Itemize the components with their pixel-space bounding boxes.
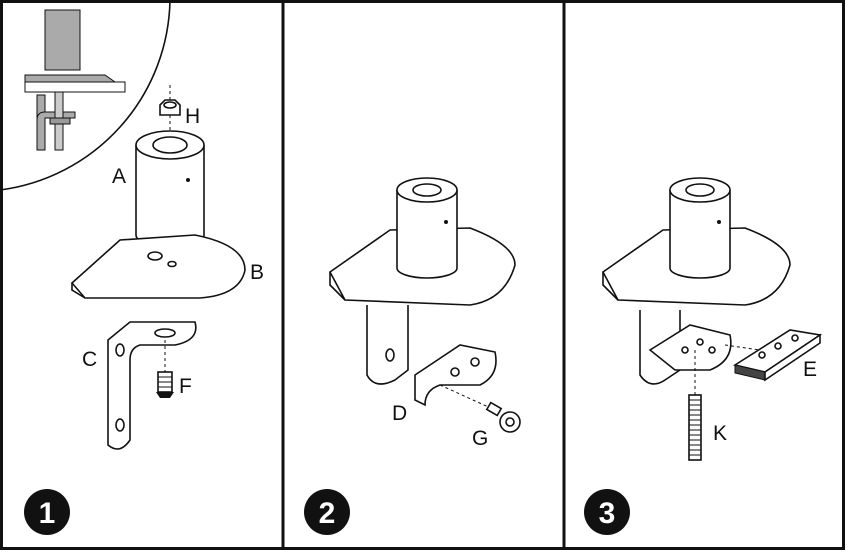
label-c: C (82, 348, 97, 371)
label-d: D (392, 402, 407, 425)
part-e-plate (724, 329, 823, 382)
part-c-bracket (107, 321, 197, 450)
part-h-nut (159, 85, 181, 130)
step-1-panel: H A B C F 1 (0, 0, 264, 535)
part-a-post (135, 130, 205, 248)
label-a: A (112, 165, 126, 188)
desk-mount-inset (0, 0, 171, 191)
step-number: 1 (39, 497, 56, 530)
label-h: H (185, 105, 200, 128)
label-f: F (179, 375, 192, 398)
part-b-plate (70, 234, 246, 299)
step-2-badge: 2 (304, 489, 350, 535)
step-3-panel: E K 3 (584, 177, 823, 535)
part-g-screw (439, 384, 521, 433)
label-k: K (713, 422, 727, 445)
assembled-post (328, 177, 516, 306)
step-3-badge: 3 (584, 489, 630, 535)
part-d-bracket (366, 305, 497, 407)
assembled-post (601, 177, 791, 306)
step-number: 3 (599, 497, 616, 530)
step-1-badge: 1 (24, 489, 70, 535)
part-k-threaded-rod (688, 350, 702, 461)
label-g: G (472, 427, 488, 450)
step-number: 2 (319, 497, 336, 530)
label-e: E (803, 358, 817, 381)
label-b: B (250, 261, 264, 284)
part-f-screw (156, 371, 174, 398)
bracket-assembly (639, 310, 732, 385)
step-2-panel: D G 2 (304, 177, 521, 535)
